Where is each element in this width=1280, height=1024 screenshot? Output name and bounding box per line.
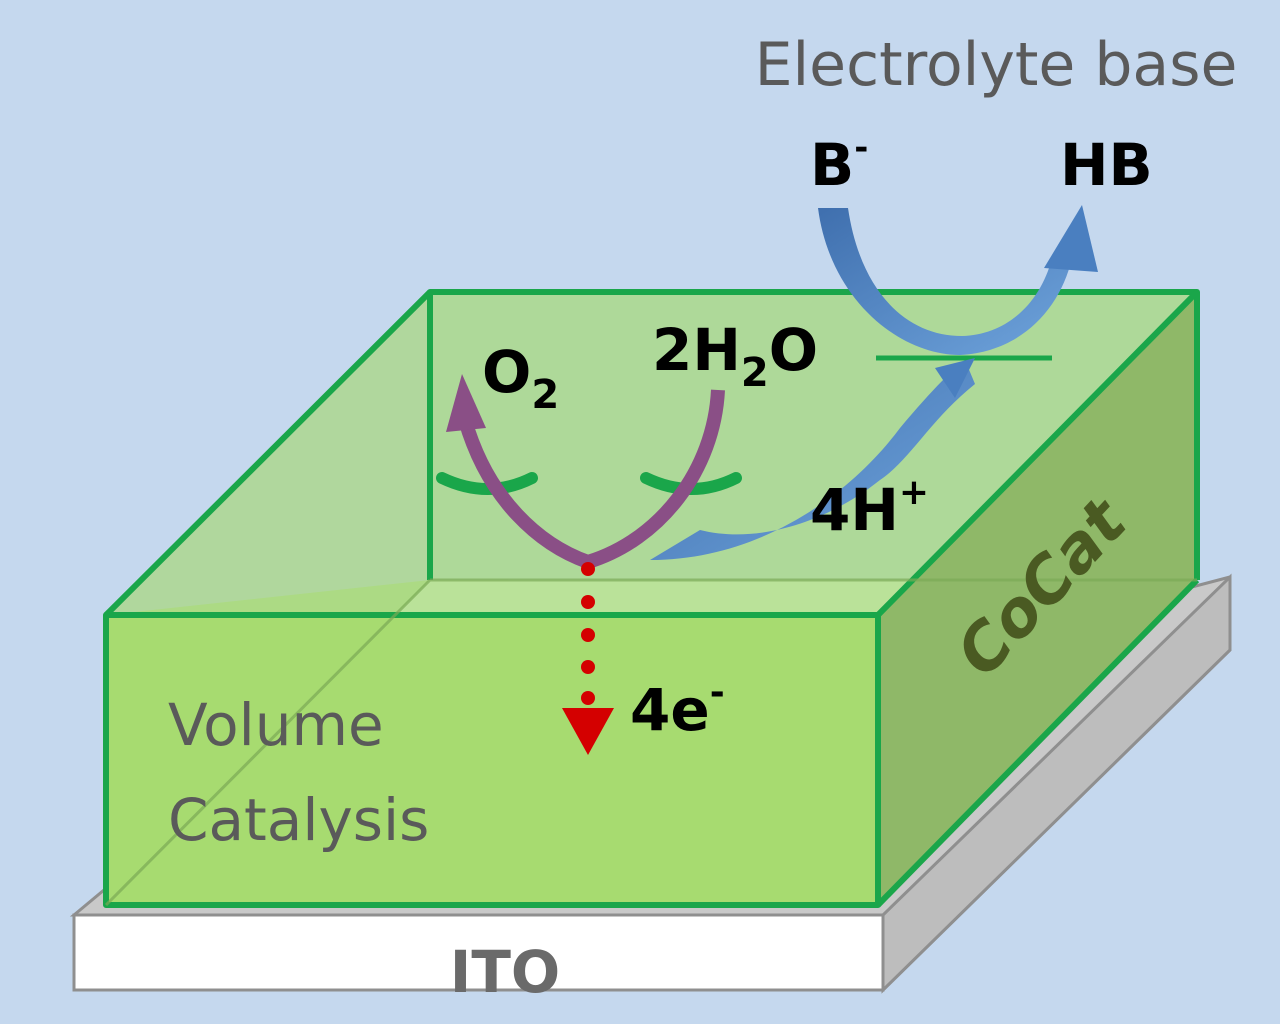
ito-label: ITO: [450, 938, 560, 1006]
o2-label: O2: [482, 338, 559, 418]
electrons-label: 4e-: [630, 672, 725, 744]
electron-flow-arrow: [562, 562, 614, 755]
water-label: 2H2O: [652, 316, 818, 396]
protons-label: 4H+: [810, 472, 929, 544]
volume-label: Volume: [168, 691, 384, 759]
proton-transfer-arrow: [650, 358, 975, 560]
hb-label: HB: [1060, 131, 1153, 199]
electrolyte-base-label: Electrolyte base: [755, 30, 1238, 100]
catalysis-label: Catalysis: [168, 786, 429, 854]
base-protonation-arrow: [818, 205, 1098, 355]
water-oxidation-arrow: [446, 374, 725, 570]
b-minus-label: B-: [810, 128, 868, 199]
cocat-box: [103, 289, 1200, 908]
catalytic-site-left: [436, 472, 538, 495]
